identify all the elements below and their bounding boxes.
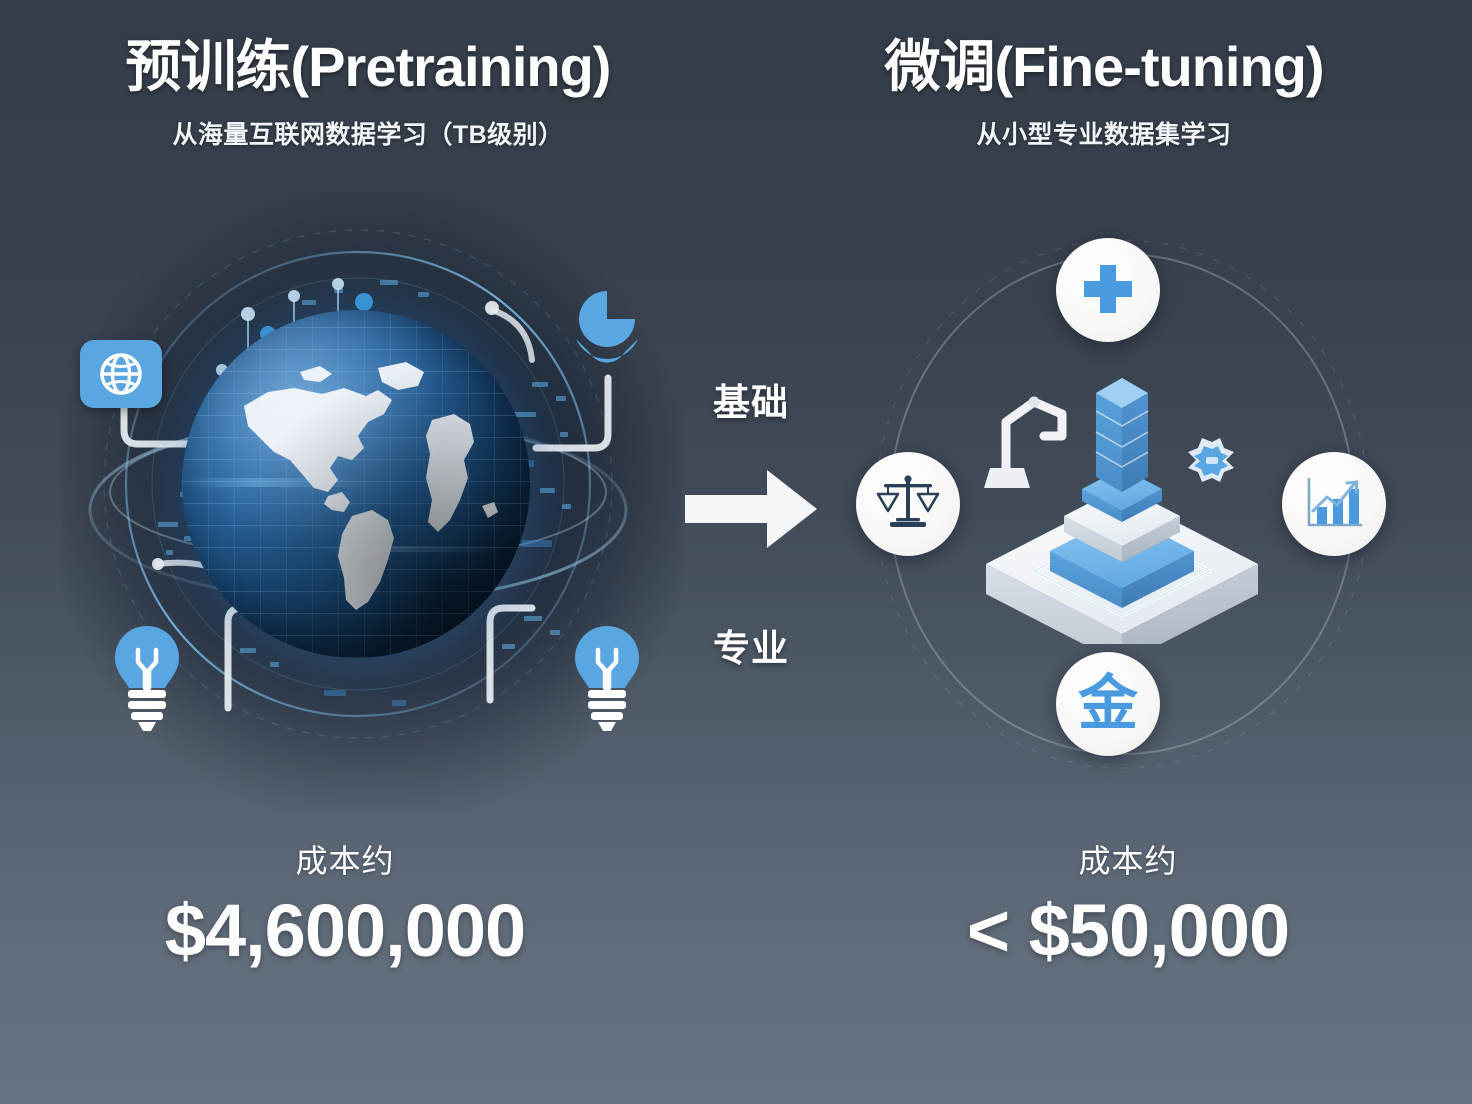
right-cost-value: < $50,000 <box>966 889 1290 972</box>
medical-cross-icon <box>1056 238 1160 342</box>
pretraining-illustration <box>62 192 682 812</box>
right-title: 微调(Fine-tuning) <box>884 35 1324 98</box>
right-cost-label: 成本约 <box>1078 843 1178 879</box>
finance-glyph: 金 <box>1078 669 1138 739</box>
globe-continents <box>244 362 498 610</box>
left-column-header: 预训练(Pretraining) 从海量互联网数据学习（TB级别） <box>0 0 736 151</box>
right-column-header: 微调(Fine-tuning) 从小型专业数据集学习 <box>736 0 1472 151</box>
globe-sphere <box>182 310 530 658</box>
left-cost-label: 成本约 <box>295 843 395 879</box>
left-cost-block: 成本约 $4,600,000 <box>0 836 713 973</box>
chart-glyph <box>1307 477 1363 527</box>
transition-arrow-group: 基础 专业 <box>666 372 836 672</box>
globe-icon-glyph <box>100 353 142 395</box>
right-arrow-icon <box>685 470 817 548</box>
globe-square-icon <box>80 340 162 408</box>
bar-chart-growth-icon <box>1282 452 1386 556</box>
arrow-top-label: 基础 <box>713 382 789 423</box>
left-cost-value: $4,600,000 <box>164 889 526 972</box>
finetuning-illustration: 金 <box>856 214 1420 814</box>
earth-globe <box>182 310 530 658</box>
cross-glyph <box>1084 265 1132 313</box>
isometric-platform-tower <box>984 378 1258 644</box>
scales-of-justice-icon <box>856 452 960 556</box>
finance-gold-icon: 金 <box>1056 652 1160 756</box>
right-cost-block: 成本约 < $50,000 <box>760 836 1472 973</box>
arrow-holder <box>666 466 836 552</box>
scales-glyph <box>876 475 940 527</box>
left-title: 预训练(Pretraining) <box>125 35 612 98</box>
left-subtitle: 从海量互联网数据学习（TB级别） <box>172 120 564 149</box>
lightbulb-left-icon <box>115 626 179 731</box>
right-subtitle: 从小型专业数据集学习 <box>976 120 1232 149</box>
arrow-bottom-label: 专业 <box>713 628 789 669</box>
pie-chart-icon <box>576 291 638 363</box>
lightbulb-right-icon <box>575 626 639 731</box>
